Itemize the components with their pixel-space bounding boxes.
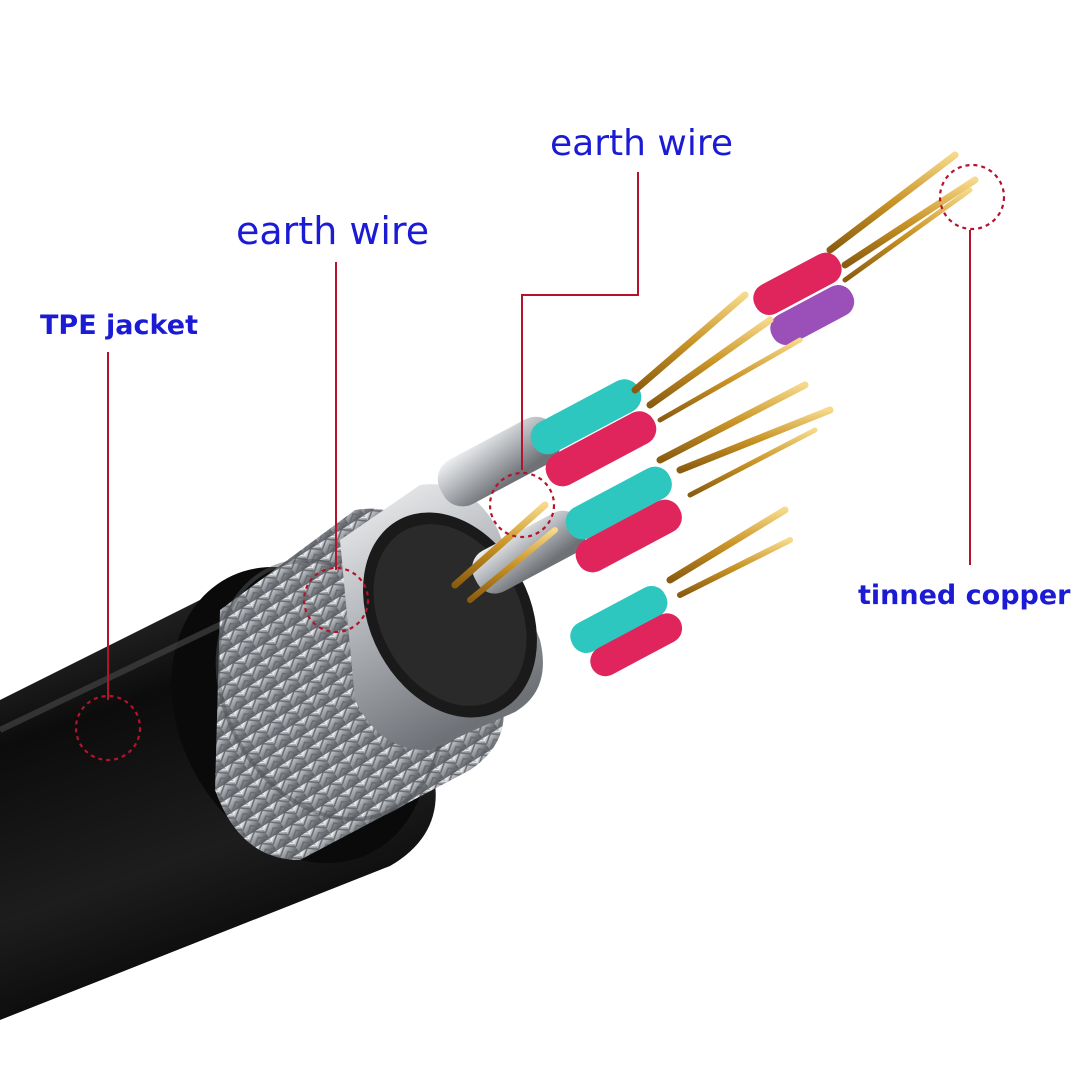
- leader-line-earth-drain: [521, 172, 639, 470]
- copper-strands-shape: [451, 151, 979, 603]
- callout-circle-earth-braid: [302, 566, 370, 634]
- label-earth-wire-braid: earth wire: [236, 209, 430, 253]
- callout-circle-earth-drain: [488, 471, 556, 539]
- label-tpe-jacket: TPE jacket: [40, 310, 198, 341]
- label-tinned-copper: tinned copper: [858, 580, 1071, 611]
- label-earth-wire-drain: earth wire: [550, 123, 733, 164]
- leader-lines: [107, 172, 971, 700]
- callout-circle-tinned: [938, 163, 1006, 231]
- callout-circles: [74, 163, 1006, 762]
- callout-circle-tpe: [74, 694, 142, 762]
